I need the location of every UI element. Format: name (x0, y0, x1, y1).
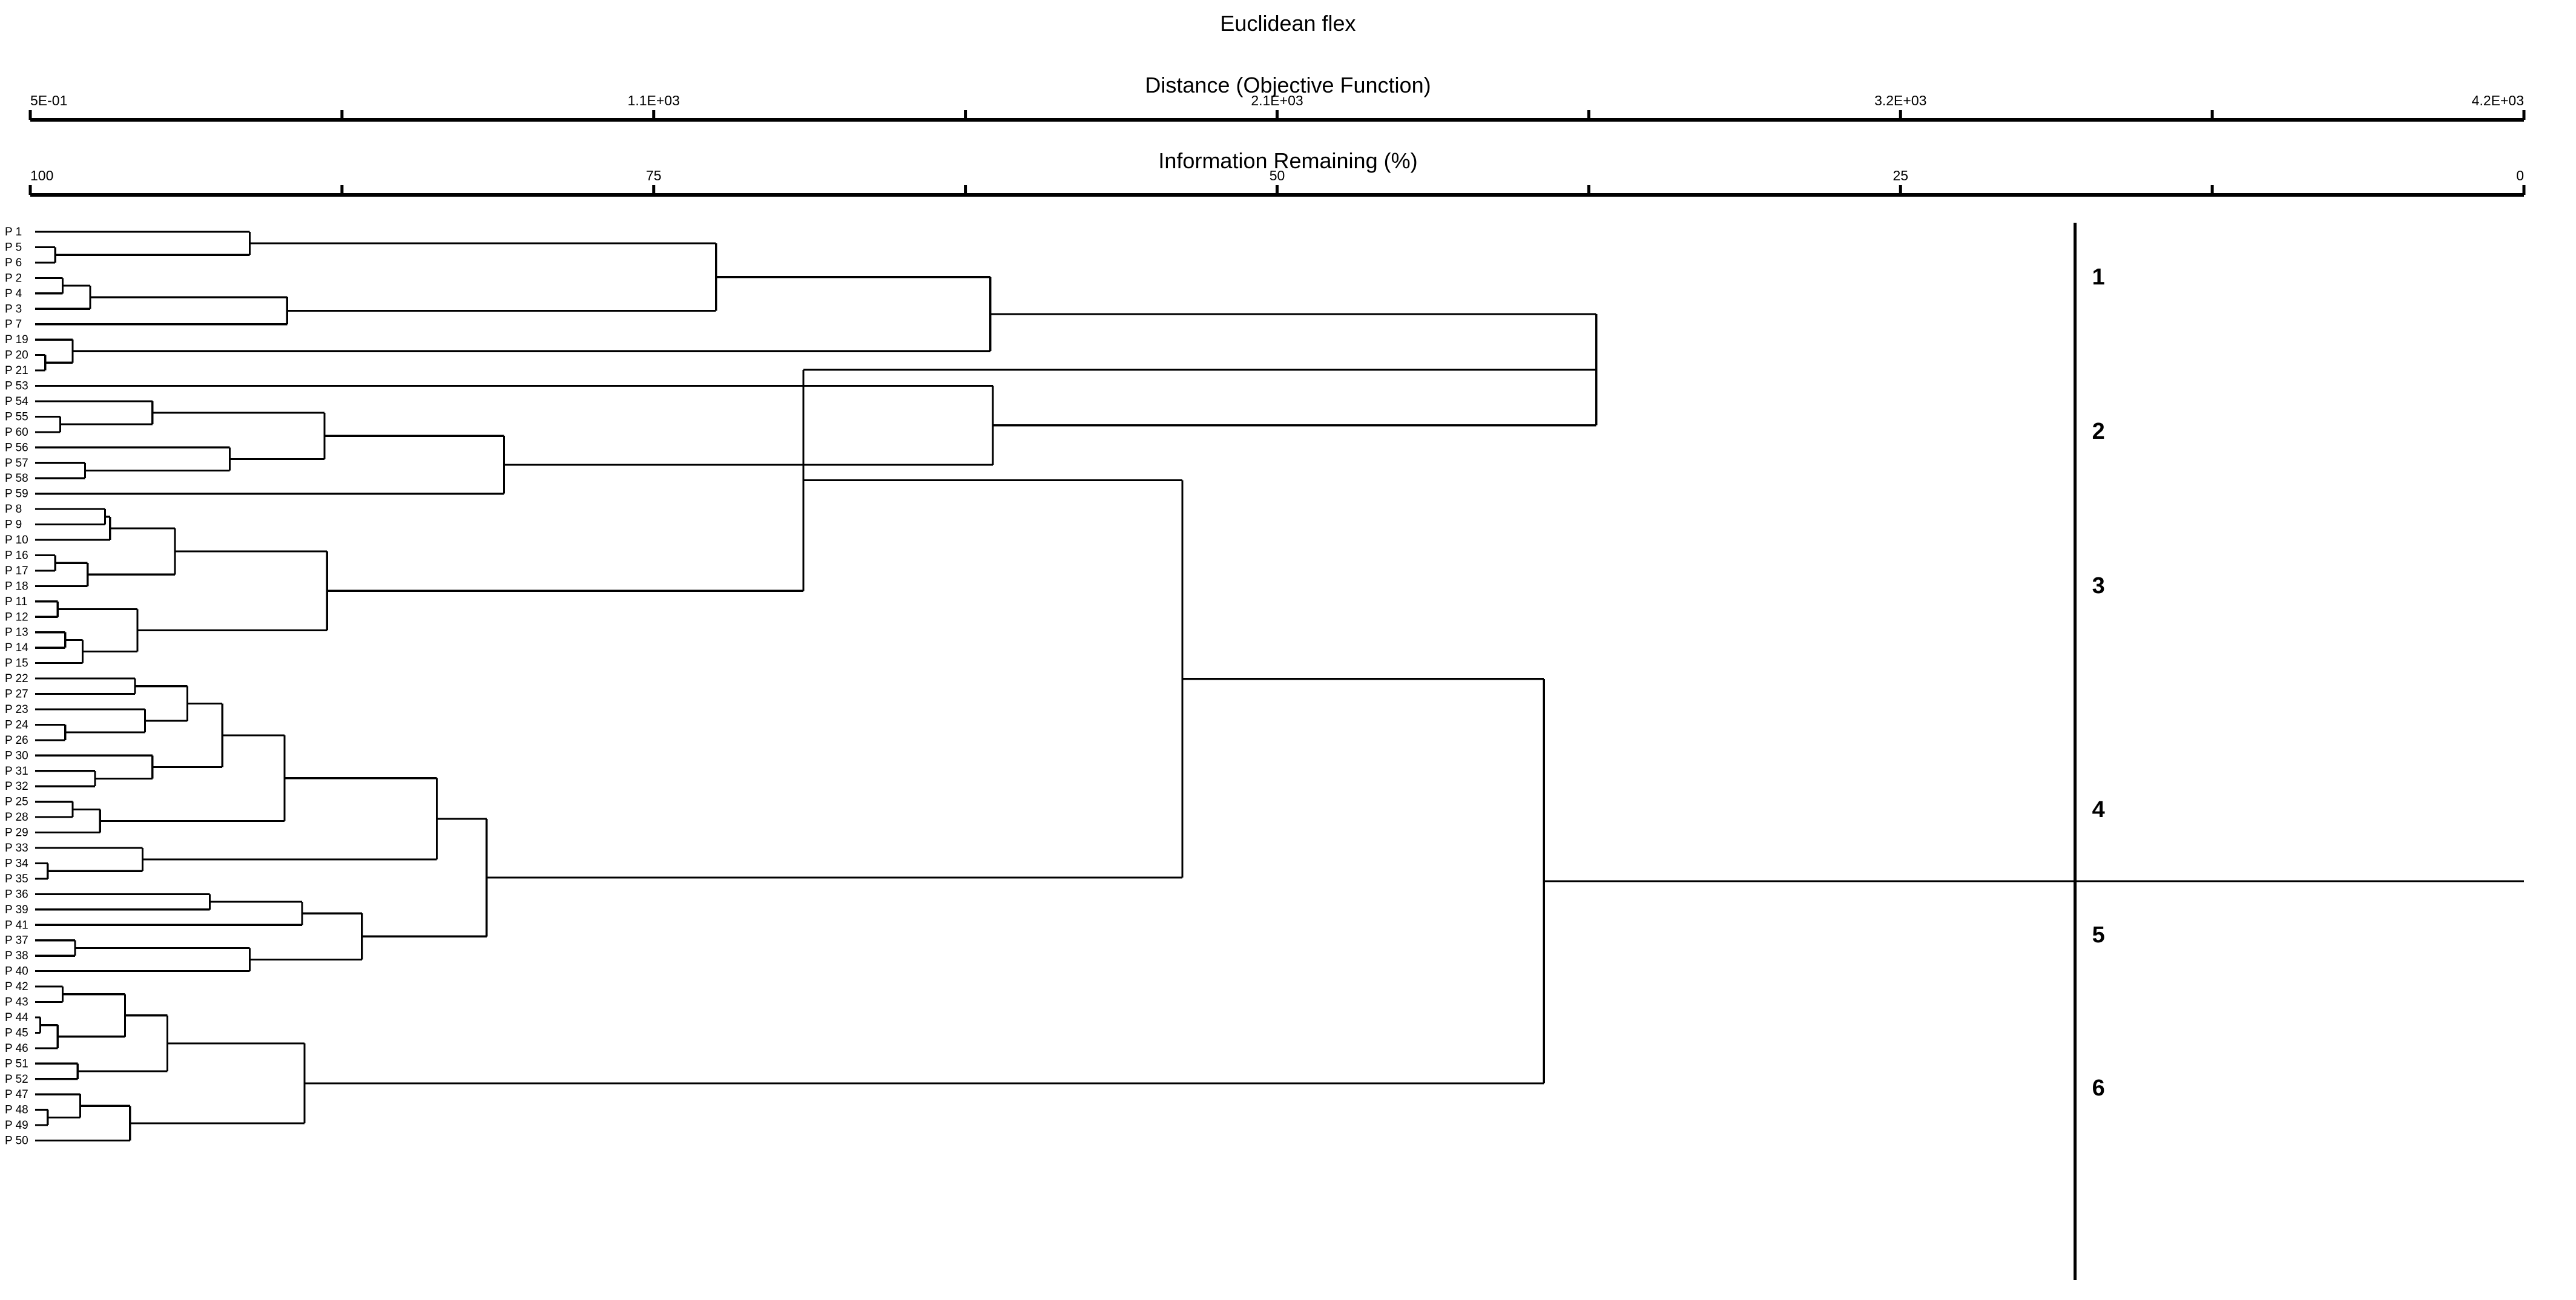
axis-tick-label: 50 (1270, 168, 1285, 183)
leaf-label: P 48 (5, 1104, 28, 1117)
leaf-label: P 21 (5, 364, 28, 377)
leaf-label: P 26 (5, 734, 28, 747)
leaf-label: P 46 (5, 1042, 28, 1055)
leaf-label: P 44 (5, 1011, 28, 1024)
axis-tick-label: 4.2E+03 (2472, 93, 2524, 108)
leaf-label: P 12 (5, 611, 28, 623)
axis-tick-label: 3.2E+03 (1874, 93, 1926, 108)
leaf-label: P 60 (5, 426, 28, 439)
leaf-label: P 25 (5, 796, 28, 809)
leaf-label: P 58 (5, 472, 28, 485)
leaf-label: P 36 (5, 888, 28, 901)
leaf-label: P 34 (5, 857, 28, 870)
leaf-label: P 18 (5, 580, 28, 593)
leaf-label: P 55 (5, 410, 28, 423)
leaf-label: P 19 (5, 333, 28, 346)
group-label-3: 3 (2092, 573, 2105, 599)
axis-bottom: 100 75 50 25 0 (28, 168, 2526, 197)
leaf-label: P 27 (5, 688, 28, 701)
dendrogram-tree (35, 231, 2524, 1142)
leaf-label: P 32 (5, 780, 28, 793)
axis-tick-label: 0 (2516, 168, 2524, 183)
leaf-label: P 37 (5, 934, 28, 947)
leaf-label: P 29 (5, 827, 28, 839)
axis-tick-label: 100 (30, 168, 53, 183)
leaf-label: P 10 (5, 534, 28, 547)
leaf-label: P 15 (5, 657, 28, 670)
leaf-label: P 45 (5, 1026, 28, 1039)
leaf-label: P 7 (5, 318, 22, 331)
leaf-label: P 11 (5, 596, 27, 608)
group-label-4: 4 (2092, 797, 2105, 822)
leaf-label: P 17 (5, 565, 28, 577)
group-label-5: 5 (2092, 922, 2105, 948)
leaf-label: P 49 (5, 1119, 28, 1132)
axis-tick-label: 2.1E+03 (1251, 93, 1303, 108)
leaf-label: P 3 (5, 303, 22, 315)
axis-tick-label: 75 (646, 168, 662, 183)
leaf-label: P 8 (5, 503, 22, 516)
leaf-label: P 4 (5, 287, 22, 300)
leaf-label: P 22 (5, 672, 28, 685)
leaf-label: P 31 (5, 765, 28, 778)
leaf-label: P 1 (5, 226, 22, 238)
axis-top: 5E-01 1.1E+03 2.1E+03 3.2E+03 4.2E+03 (28, 93, 2526, 122)
leaf-label: P 16 (5, 549, 28, 562)
group-label-2: 2 (2092, 419, 2105, 444)
leaf-label: P 47 (5, 1088, 28, 1101)
leaf-label: P 30 (5, 749, 28, 762)
leaf-label: P 57 (5, 457, 28, 470)
leaf-label: P 20 (5, 349, 28, 362)
leaf-labels: P 1 P 5 P 6 P 2 P 4 P 3 P 7 P 19 P 20 P 21 P 53 P 5… (5, 226, 28, 1147)
leaf-label: P 23 (5, 703, 28, 716)
leaf-label: P 59 (5, 488, 28, 501)
leaf-label: P 14 (5, 642, 28, 654)
leaf-label: P 52 (5, 1073, 28, 1086)
axis-tick-label: 5E-01 (30, 93, 67, 108)
leaf-label: P 54 (5, 395, 28, 408)
leaf-label: P 38 (5, 950, 28, 962)
leaf-label: P 2 (5, 272, 22, 284)
leaf-label: P 50 (5, 1135, 28, 1147)
axis-tick-label: 25 (1892, 168, 1908, 183)
leaf-label: P 51 (5, 1057, 28, 1070)
chart-title: Euclidean flex (1220, 11, 1356, 36)
leaf-label: P 35 (5, 873, 28, 885)
axis-tick-label: 1.1E+03 (628, 93, 680, 108)
leaf-label: P 53 (5, 380, 28, 393)
axis-bottom-label: Information Remaining (%) (1158, 148, 1418, 173)
group-labels: 1 2 3 4 5 6 (2092, 264, 2105, 1101)
group-label-1: 1 (2092, 264, 2105, 290)
leaf-label: P 56 (5, 441, 28, 454)
leaf-label: P 5 (5, 241, 22, 254)
leaf-label: P 42 (5, 980, 28, 993)
leaf-label: P 39 (5, 904, 28, 916)
leaf-label: P 41 (5, 919, 28, 931)
leaf-label: P 40 (5, 965, 28, 978)
leaf-label: P 6 (5, 257, 22, 269)
group-label-6: 6 (2092, 1075, 2105, 1101)
leaf-label: P 13 (5, 626, 28, 639)
leaf-label: P 24 (5, 718, 28, 731)
leaf-label: P 28 (5, 811, 28, 824)
leaf-label: P 43 (5, 996, 28, 1009)
leaf-label: P 33 (5, 842, 28, 855)
leaf-label: P 9 (5, 519, 22, 531)
axis-top-label: Distance (Objective Function) (1145, 73, 1431, 97)
